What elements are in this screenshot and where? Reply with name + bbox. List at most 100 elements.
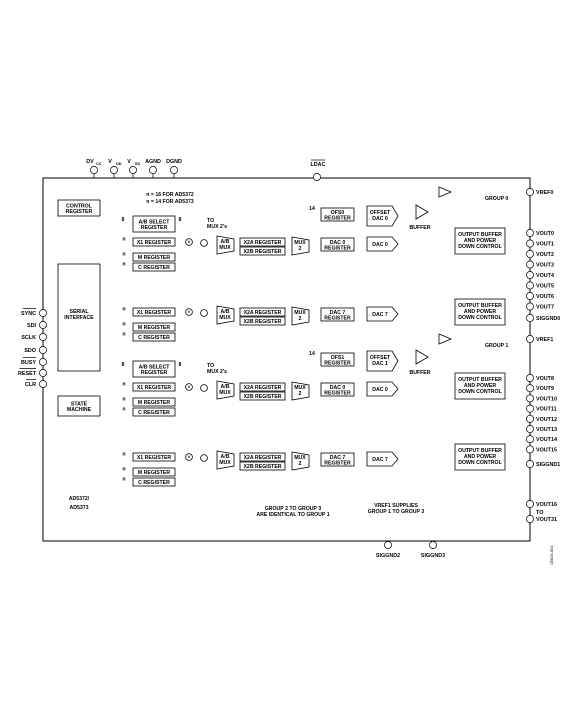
mux-label: A/B bbox=[221, 239, 230, 245]
reset-pin[interactable] bbox=[39, 369, 47, 377]
bus-width-label: n bbox=[122, 307, 125, 313]
siggnd3-pin[interactable] bbox=[429, 541, 437, 549]
dac-label: DAC 7 bbox=[372, 457, 388, 463]
busy-pin[interactable] bbox=[39, 358, 47, 366]
vout-pin[interactable] bbox=[526, 302, 534, 311]
bus-width-label: 14 bbox=[309, 351, 315, 357]
label: X2A REGISTER bbox=[244, 240, 282, 246]
offset-register bbox=[320, 207, 355, 222]
sdi-pin[interactable] bbox=[39, 321, 47, 329]
vout-pin[interactable] bbox=[526, 260, 534, 269]
bus-width-label: n bbox=[122, 397, 125, 403]
clr-pin[interactable] bbox=[39, 380, 47, 388]
bus-width-label: n bbox=[122, 452, 125, 458]
vss-pin-subscript: SS bbox=[135, 162, 141, 166]
agnd-pin[interactable] bbox=[149, 166, 157, 174]
dac-label: DAC 0 bbox=[372, 242, 388, 248]
vout16-pin[interactable] bbox=[526, 500, 534, 508]
label: X2B REGISTER bbox=[243, 249, 281, 255]
output-mux bbox=[291, 451, 310, 471]
mux-label: 2 bbox=[299, 246, 302, 252]
output-mux bbox=[291, 381, 310, 401]
adder bbox=[200, 239, 208, 247]
vdd-pin-label: V bbox=[108, 159, 112, 165]
sdo-pin[interactable] bbox=[39, 346, 47, 354]
vdd-pin[interactable] bbox=[110, 166, 118, 174]
output-buffer-label: OUTPUT BUFFER bbox=[458, 303, 502, 309]
vout-pin[interactable] bbox=[526, 250, 534, 258]
dvcc-pin[interactable] bbox=[90, 166, 98, 174]
m-register bbox=[132, 467, 176, 477]
vout-pin[interactable] bbox=[526, 229, 534, 237]
label: DAC 7 bbox=[330, 310, 346, 316]
vss-pin[interactable] bbox=[129, 166, 137, 174]
vout-pin[interactable] bbox=[526, 435, 534, 444]
output-mux bbox=[291, 236, 310, 256]
dvcc-pin-label: DV bbox=[86, 159, 94, 165]
vout-pin[interactable] bbox=[526, 404, 534, 413]
vout-pin[interactable] bbox=[526, 281, 534, 290]
vref1-pin[interactable] bbox=[526, 335, 534, 343]
siggnd3-pin-label: SIGGND3 bbox=[421, 553, 445, 559]
vout-pin-label: VOUT8 bbox=[536, 376, 554, 382]
vout-pin[interactable] bbox=[526, 374, 534, 382]
part-number: AD5373 bbox=[69, 505, 88, 511]
label: REGISTER bbox=[324, 391, 351, 397]
vout-pin[interactable] bbox=[526, 394, 534, 403]
mux-label: MUX bbox=[219, 245, 231, 251]
vout-pin[interactable] bbox=[526, 425, 534, 433]
output-buffer-block bbox=[454, 443, 506, 471]
serial-interface-label: INTERFACE bbox=[64, 315, 94, 321]
multiply-symbol: × bbox=[187, 455, 191, 461]
vout-pin[interactable] bbox=[526, 414, 534, 423]
dgnd-pin-label: DGND bbox=[166, 159, 182, 165]
vout-pin[interactable] bbox=[526, 271, 534, 279]
x1-register bbox=[132, 452, 176, 462]
output-buffer-label: OUTPUT BUFFER bbox=[458, 232, 502, 238]
mux-label: 2 bbox=[299, 316, 302, 322]
x2b-register bbox=[239, 461, 286, 471]
bus-width-label: 14 bbox=[309, 206, 315, 212]
sdi-label: SDI bbox=[27, 323, 36, 329]
dac-register bbox=[320, 307, 355, 322]
siggnd0-pin[interactable] bbox=[526, 314, 534, 322]
adder bbox=[200, 384, 208, 392]
vout-pin[interactable] bbox=[526, 239, 534, 248]
mux-label: MUX bbox=[219, 460, 231, 466]
sclk-label: SCLK bbox=[21, 335, 36, 341]
output-buffer-block bbox=[454, 372, 506, 400]
adder bbox=[200, 309, 208, 317]
ldac-pin[interactable] bbox=[313, 173, 321, 181]
label: STATE bbox=[71, 401, 88, 407]
serial-interface-label: SERIAL bbox=[69, 309, 89, 315]
mux-label: 2 bbox=[299, 461, 302, 467]
siggnd1-pin[interactable] bbox=[526, 460, 534, 468]
vout-pin[interactable] bbox=[526, 445, 534, 454]
vout-pin[interactable] bbox=[526, 384, 534, 393]
mux-label: MUX bbox=[294, 310, 306, 316]
vref0-pin-label: VREF0 bbox=[536, 190, 553, 196]
x2b-register bbox=[239, 391, 286, 401]
siggnd2-pin[interactable] bbox=[384, 541, 392, 549]
label: REGISTER bbox=[141, 370, 168, 376]
vref-buffer bbox=[438, 333, 453, 345]
vout31-pin[interactable] bbox=[526, 515, 534, 523]
bus-width-label: 8 bbox=[122, 217, 125, 223]
output-buffer-label: DOWN CONTROL bbox=[458, 315, 502, 321]
label: C REGISTER bbox=[138, 265, 170, 271]
output-buffer-label: AND POWER bbox=[464, 309, 497, 315]
bus-width-label: 8 bbox=[179, 217, 182, 223]
mux-label: MUX bbox=[294, 455, 306, 461]
vout-pin[interactable] bbox=[526, 292, 534, 300]
offset-dac-label: OFFSET bbox=[370, 210, 391, 216]
sclk-pin[interactable] bbox=[39, 333, 47, 341]
vref0-pin[interactable] bbox=[526, 188, 534, 196]
label: REGISTER bbox=[324, 316, 351, 322]
label: X2A REGISTER bbox=[244, 385, 282, 391]
label: X1 REGISTER bbox=[137, 240, 172, 246]
dgnd-pin[interactable] bbox=[170, 166, 178, 174]
figure-id: 05815-001 bbox=[549, 545, 554, 565]
sync-pin[interactable] bbox=[39, 309, 47, 317]
label: A/B SELECT bbox=[139, 219, 171, 225]
vout-pin-label: VOUT9 bbox=[536, 386, 554, 392]
